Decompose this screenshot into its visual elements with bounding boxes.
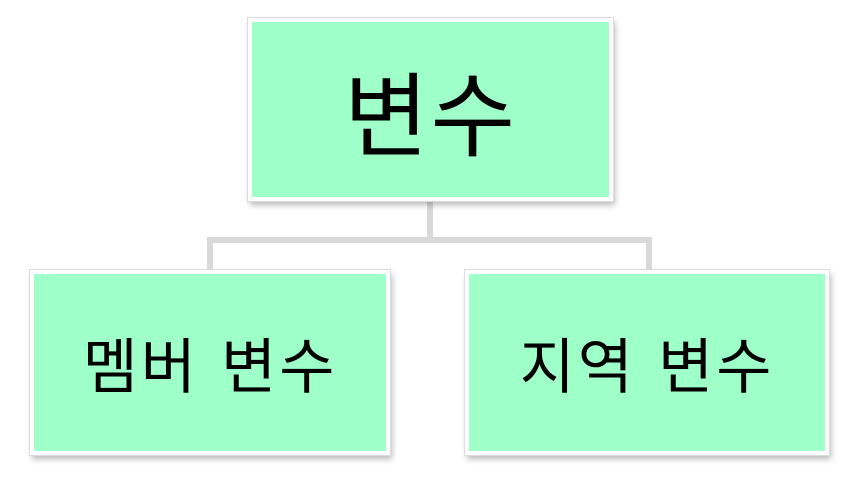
child-node-member-variable: 멤버 변수 bbox=[30, 270, 390, 455]
child-node-local-variable: 지역 변수 bbox=[465, 270, 829, 455]
root-node-label: 변수 bbox=[343, 64, 518, 171]
child-node-label: 지역 변수 bbox=[519, 333, 775, 403]
root-node: 변수 bbox=[248, 18, 613, 201]
child-node-label: 멤버 변수 bbox=[82, 333, 338, 403]
